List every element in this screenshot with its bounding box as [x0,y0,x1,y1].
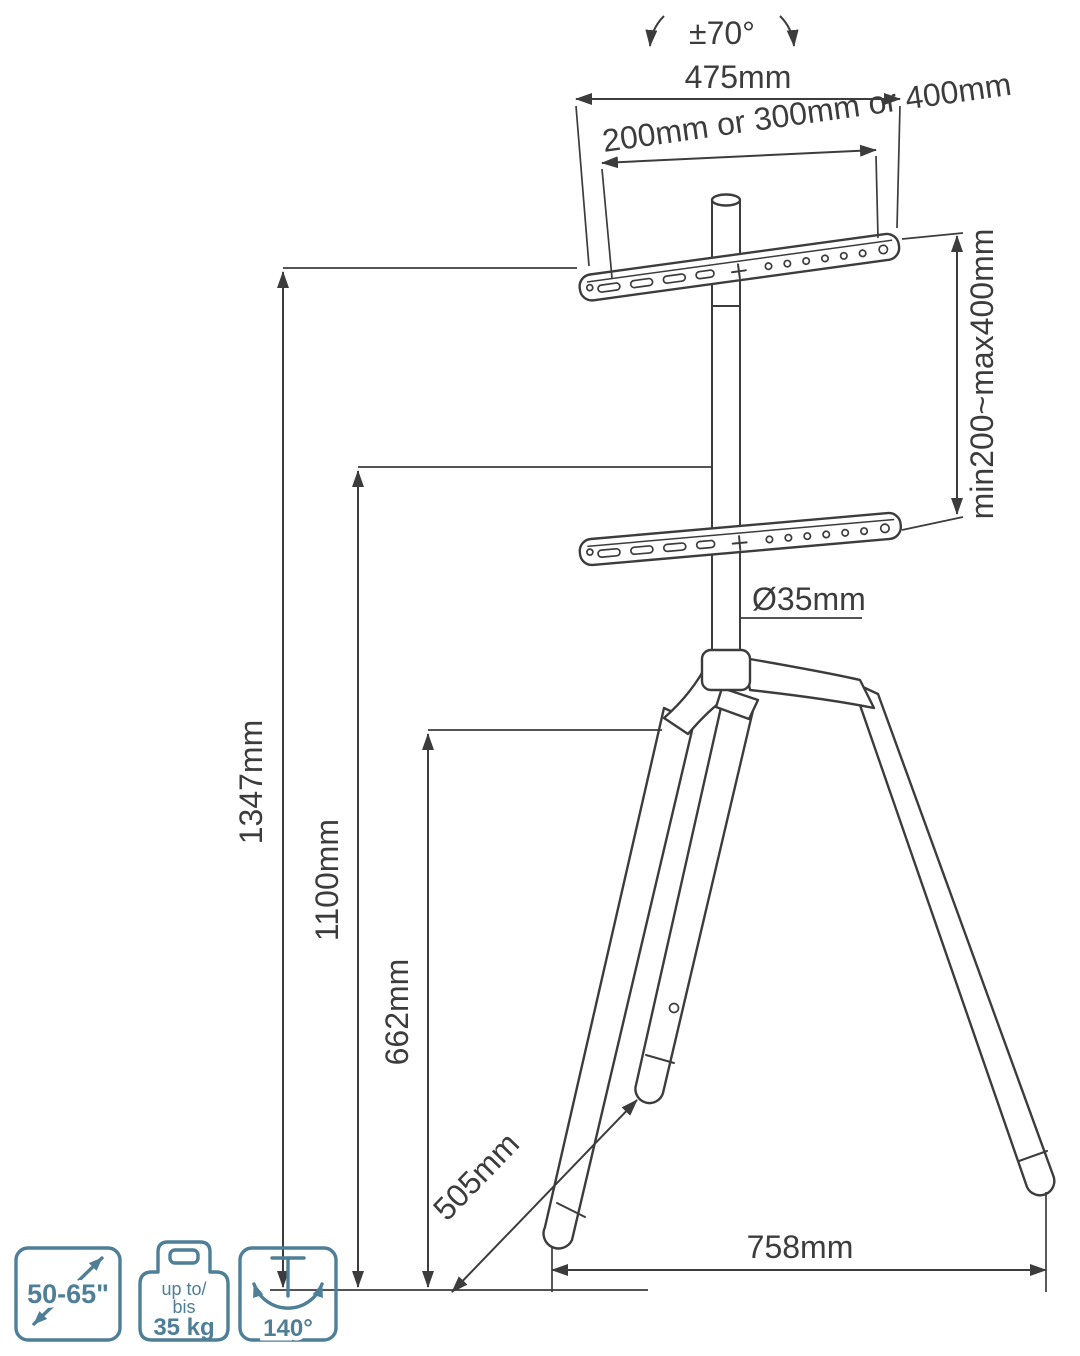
tripod-hub [662,648,876,736]
dim-bracket-width: 475mm [575,59,901,267]
dim-base-width: 758mm [551,1192,1047,1292]
weight-limit-line3: 35 kg [153,1314,214,1341]
bracket-hole [586,548,594,556]
weight-limit-line2: bis [172,1297,195,1317]
dim-vesa-height: min200~max400mm [901,229,1000,531]
swivel-arc-arrow-icon [252,1282,324,1310]
swivel-range-label: 140° [263,1315,313,1342]
pole-diameter-label: Ø35mm [752,581,866,617]
total-height-label: 1347mm [233,720,269,845]
leg-front-right [850,680,1056,1197]
badge-weight-limit: up to/ bis 35 kg [138,1240,230,1342]
weight-icon [138,1240,230,1342]
bracket-slot [597,547,621,558]
mid-height-label: 1100mm [309,819,345,941]
diagonal-arrow-icon [32,1256,104,1326]
leg-back [634,692,756,1105]
bracket-slot [662,542,687,553]
swivel-arrow-right-icon [779,15,799,47]
hub-collar [700,648,752,692]
leg-screw [668,1002,680,1014]
hub-back-arm [714,686,760,721]
bracket-slot [597,282,621,293]
bracket-width-label: 475mm [685,59,792,95]
leg-ferrule [1018,1150,1048,1162]
screen-size-label: 50-65" [27,1279,109,1309]
pole-top-cap [710,193,742,207]
bracket-slot [695,539,716,550]
center-screw-icon [731,535,748,552]
dim-swivel-top: ±70° [645,15,799,51]
back-leg-label: 505mm [426,1125,526,1227]
swivel-top-label: ±70° [689,15,755,51]
dim-mid-height: 1100mm [309,466,711,1288]
base-width-label: 758mm [747,1229,854,1265]
weight-handle-hole [168,1248,200,1265]
vesa-width-label: 200mm or 300mm or 400mm [600,66,1014,159]
bracket-slot [695,269,715,280]
leg-ferrule [645,1054,675,1064]
badge-screen-size: 50-65" [14,1246,122,1342]
top-vesa-bracket [578,232,901,302]
weight-limit-line1: up to/ [161,1279,206,1299]
swivel-arrow-left-icon [645,15,665,47]
bottom-vesa-bracket [578,511,903,567]
dim-hub-height: 662mm [379,729,662,1288]
dim-back-leg: 505mm [426,1099,638,1293]
bracket-slot [662,273,687,284]
bracket-slot [629,277,654,289]
badge-swivel-range: 140° [238,1246,338,1347]
hub-height-label: 662mm [379,959,415,1066]
bracket-hole [585,283,594,292]
vesa-height-label: min200~max400mm [964,229,1000,520]
hub-right-arm [742,656,876,710]
bracket-slot [630,545,654,556]
center-screw-icon [730,263,747,280]
dim-pole-diameter: Ø35mm [740,581,866,619]
